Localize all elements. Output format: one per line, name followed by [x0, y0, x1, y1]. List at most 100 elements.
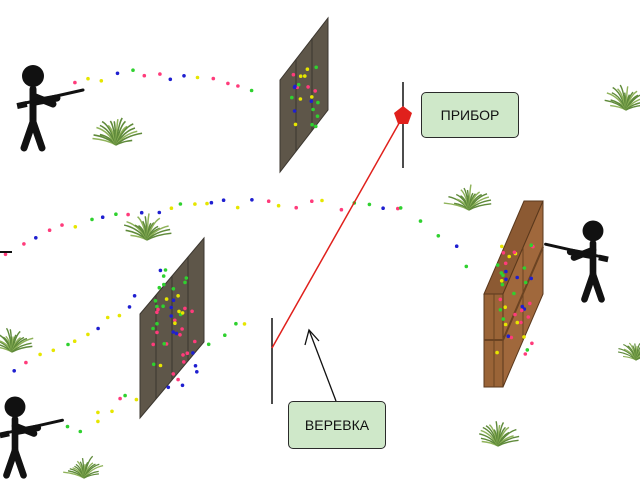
paintball-hit [309, 99, 314, 103]
paintball-dot [236, 84, 240, 88]
paintball-dot [182, 74, 186, 78]
paintball-dot [320, 198, 324, 203]
rope-label-box: ВЕРЕВКА [288, 401, 386, 449]
paintball-dot [294, 205, 299, 210]
paintball-dot [205, 201, 209, 206]
paintball-dot [193, 202, 197, 206]
paintball-hit [503, 322, 508, 327]
device-label: ПРИБОР [440, 107, 500, 123]
paintball-hit [504, 277, 508, 282]
paintball-hit [151, 362, 156, 367]
paintball-hit [513, 312, 517, 317]
paintball-hit [164, 297, 169, 301]
paintball-dot [12, 369, 16, 373]
paintball-hit [151, 342, 155, 347]
paintball-hit [182, 360, 186, 364]
paintball-hit [166, 385, 171, 390]
paintball-dot [60, 223, 64, 227]
paintball-hit [176, 377, 180, 382]
paintball-dot [66, 342, 70, 347]
paintball-hit [501, 273, 505, 278]
paintball-hit [163, 268, 168, 272]
paintball-hit [515, 275, 519, 280]
paintball-dot [38, 352, 42, 357]
paintball-dot [242, 322, 247, 326]
paintball-hits [151, 65, 535, 390]
paintball-dot [436, 234, 441, 238]
paintball-hit [529, 276, 533, 281]
paintball-hit [509, 335, 514, 340]
paintball-hit [523, 352, 528, 356]
paintball-dot [234, 321, 238, 326]
paintball-hit [529, 243, 533, 247]
paintball-hit [156, 307, 160, 312]
screen-panel-top [279, 16, 329, 174]
paintball-hit [174, 331, 179, 336]
paintball-hit [173, 318, 177, 323]
paintball-dot [131, 68, 135, 72]
paintball-hit [184, 276, 189, 280]
grass-bush-icon [0, 327, 34, 353]
device-label-box: ПРИБОР [421, 92, 519, 138]
paintball-hit [503, 261, 508, 266]
grass-bush-icon [479, 421, 520, 447]
paintball-hit [158, 363, 163, 368]
paintball-hit [193, 339, 197, 344]
paintball-dot [105, 315, 110, 320]
paintball-hit [515, 320, 520, 325]
paintball-dot [178, 202, 183, 206]
paintball-dot [195, 75, 200, 80]
paintball-dot [206, 342, 211, 347]
paintball-dot [47, 228, 52, 232]
paintball-dot [73, 80, 77, 85]
paintball-hit [495, 263, 500, 267]
paintball-dot [115, 71, 120, 76]
paintball-hit [495, 350, 499, 355]
paintball-dot [221, 198, 226, 202]
paintball-dot [158, 72, 162, 76]
paintball-hit [313, 89, 318, 93]
paintball-hit [151, 326, 155, 331]
person-with-rifle-icon [16, 65, 85, 152]
grass-bush-icon [63, 455, 104, 479]
grass-bush-icon [618, 342, 640, 361]
paintball-dot [22, 242, 26, 246]
paintball-dot [157, 210, 162, 215]
paintball-dot [134, 397, 139, 402]
paintball-hit [183, 306, 187, 311]
paintball-dot [464, 264, 469, 269]
paintball-hit [173, 321, 177, 326]
paintball-hit [177, 309, 181, 314]
paintball-hit [155, 321, 159, 326]
paintball-hit [180, 327, 184, 331]
paintball-dot [139, 210, 144, 215]
paintball-dot [339, 207, 344, 212]
paintball-dot [96, 410, 100, 415]
paintball-dot [209, 200, 214, 205]
paintball-dot [86, 332, 90, 337]
paintball-hit [522, 266, 527, 270]
paintball-hit [523, 280, 528, 285]
grass-bush-icon [92, 117, 143, 146]
paintball-hit [161, 304, 165, 309]
paintball-hit [195, 370, 199, 374]
paintball-hit [180, 311, 185, 315]
rope-arrow [304, 328, 337, 402]
person-with-rifle-icon [544, 220, 609, 303]
paintball-dot [249, 88, 254, 93]
paintball-dot [126, 212, 130, 217]
paintball-dot [100, 215, 105, 219]
paintball-dot [96, 419, 100, 424]
person-with-rifle-icon [0, 396, 64, 479]
paintball-dot [51, 348, 56, 353]
paintball-dot [223, 333, 227, 338]
paintball-hit [506, 334, 511, 339]
paintball-dot [72, 339, 77, 344]
paintball-hit [305, 67, 310, 71]
paintball-hit [296, 82, 301, 87]
grass-bush-icon [604, 84, 640, 111]
rope-line [271, 117, 403, 349]
paintball-hit [291, 72, 296, 77]
shooters [0, 65, 609, 479]
